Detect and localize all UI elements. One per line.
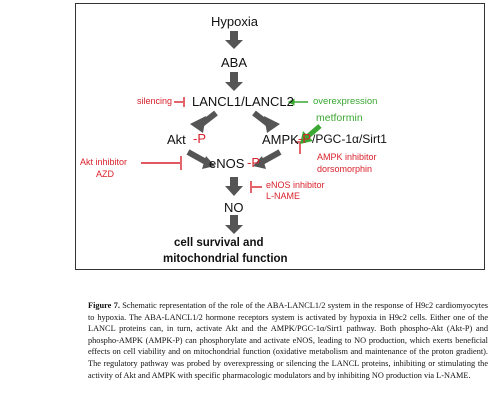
arrow-ampk-to-enos [260,149,282,165]
outcome-line-2: mitochondrial function [163,253,288,265]
figure-caption: Figure 7. Schematic representation of th… [88,300,488,381]
arrow-akt-to-enos [186,149,208,165]
figure-panel: Hypoxia ABA LANCL1/LANCL2 Akt -P AMPK -P… [75,3,485,270]
label-akt-inhibitor: Akt inhibitor [80,157,128,167]
silencing-inhibitor [174,97,185,107]
enos-inhibitor [250,181,262,193]
node-enos: eNOS [209,156,245,171]
akt-inhibitor [141,156,182,170]
node-hypoxia: Hypoxia [211,14,258,29]
node-pgc-sirt1: /PGC-1α/Sirt1 [312,132,387,146]
node-akt: Akt [167,132,186,147]
label-ampk-inhibitor: AMPK inhibitor [317,152,377,162]
node-ampk: AMPK [262,132,299,147]
arrow-no-to-outcome [225,215,243,234]
label-silencing: silencing [137,96,173,106]
node-lancl: LANCL1/LANCL2 [192,94,294,109]
caption-text: Schematic representation of the role of … [88,301,488,380]
outcome-line-1: cell survival and [174,237,264,249]
ampk-phospho: -P [298,131,311,146]
enos-phospho: -P [247,155,260,170]
label-akt-inhibitor-drug: AZD [96,169,114,179]
label-enos-inhibitor: eNOS inhibitor [266,180,325,190]
figure-label: Figure 7. [88,301,120,310]
label-ampk-inhibitor-drug: dorsomorphin [317,164,373,174]
label-metformin: metformin [316,112,363,124]
node-no: NO [224,200,244,215]
arrow-aba-to-lancl [225,72,243,91]
label-enos-inhibitor-drug: L-NAME [266,191,301,201]
arrow-hypoxia-to-aba [225,31,243,49]
arrow-enos-to-no [225,177,243,196]
metformin-arrow [300,124,322,144]
pathway-diagram [141,31,322,234]
label-overexpression: overexpression [313,96,378,107]
node-aba: ABA [221,55,248,70]
akt-phospho: -P [193,131,206,146]
